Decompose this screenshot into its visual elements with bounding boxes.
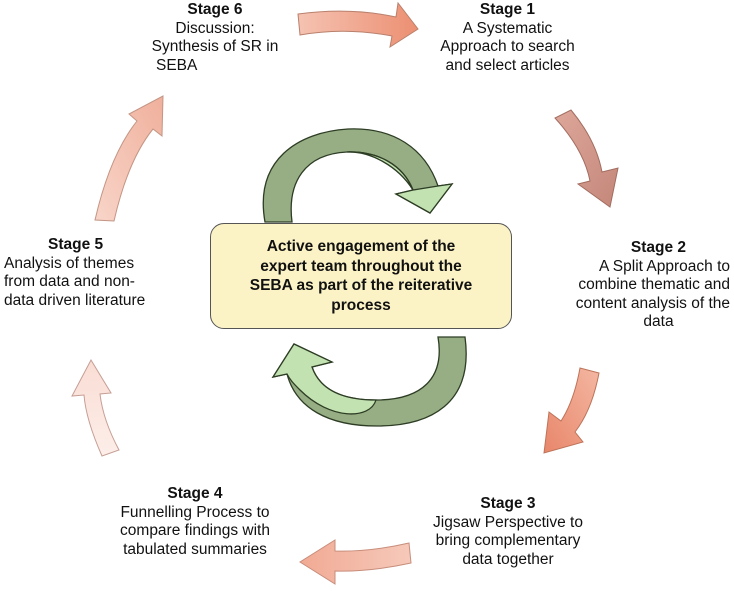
stage1-label: Stage 1 A Systematic Approach to search … (420, 1, 595, 75)
stage2-line: data (643, 313, 674, 330)
stage2-line: content analysis of the (575, 294, 730, 312)
stage6-line: Synthesis of SR in (151, 38, 279, 55)
stage6-title: Stage 6 (187, 1, 243, 18)
stage5-line: Analysis of themes (4, 254, 135, 272)
arrow-stage3-to-stage4 (299, 539, 412, 585)
stage1-line: Approach to search (440, 38, 575, 55)
stage5-label: Stage 5 Analysis of themes from data and… (4, 236, 184, 310)
stage4-title: Stage 4 (167, 485, 223, 502)
stage1-line: A Systematic (462, 19, 553, 37)
center-engagement-box: Active engagement of the expert team thr… (210, 223, 512, 329)
stage1-title: Stage 1 (479, 1, 536, 18)
center-text-line: expert team throughout the (260, 257, 462, 275)
stage2-line: combine thematic and (578, 276, 730, 293)
stage2-title: Stage 2 (630, 239, 687, 256)
cycle-arrow-bottom-highlight (271, 343, 377, 415)
stage3-line: bring complementary (435, 532, 581, 549)
stage5-line: from data and non- (4, 273, 135, 290)
arrow-stage2-to-stage3 (543, 367, 600, 454)
stage4-label: Stage 4 Funnelling Process to compare fi… (98, 485, 292, 559)
stage5-line: data driven literature (4, 291, 146, 309)
stage5-title: Stage 5 (48, 236, 104, 253)
stage2-label: Stage 2 A Split Approach to combine them… (547, 239, 730, 332)
arrow-stage1-to-stage2 (554, 109, 619, 208)
stage4-line: compare findings with (120, 522, 270, 539)
stage4-line: Funnelling Process to (120, 503, 270, 521)
cycle-arrow-top-highlight (346, 151, 454, 214)
stage6-line: Discussion: (175, 19, 255, 37)
stage3-line: Jigsaw Perspective to (433, 513, 583, 531)
stage3-label: Stage 3 Jigsaw Perspective to bring comp… (410, 495, 606, 569)
stage3-line: data together (462, 550, 554, 568)
center-text-line: process (331, 296, 391, 314)
stage6-line: SEBA (156, 56, 198, 74)
arrow-stage4-to-stage5 (71, 358, 120, 457)
stage1-line: and select articles (445, 56, 570, 74)
stage2-line: A Split Approach to (599, 257, 730, 275)
stage6-label: Stage 6 Discussion: Synthesis of SR in S… (140, 1, 290, 75)
stage3-title: Stage 3 (480, 495, 536, 512)
arrow-stage6-to-stage1 (297, 1, 419, 49)
center-text-line: SEBA as part of the reiterative (249, 277, 473, 294)
arrow-stage5-to-stage6 (94, 95, 164, 222)
center-text-line: Active engagement of the (266, 238, 456, 255)
stage4-line: tabulated summaries (123, 540, 267, 558)
